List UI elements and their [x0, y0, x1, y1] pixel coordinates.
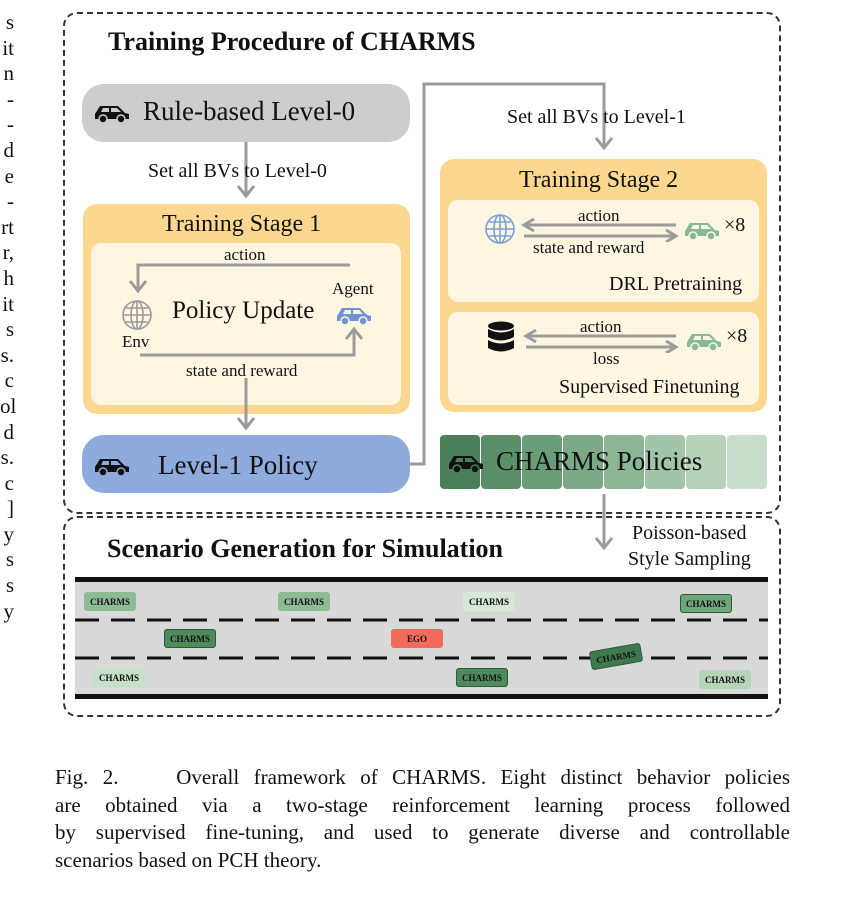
side-text-fragment: it	[2, 291, 14, 316]
side-text-fragment: n	[3, 61, 15, 86]
stage2-title: Training Stage 2	[519, 167, 679, 193]
sft-loss-label: loss	[593, 349, 620, 368]
side-text-fragment: rt	[1, 214, 14, 239]
side-text-fragment: s.	[0, 445, 14, 470]
side-text-fragment: h	[3, 265, 15, 290]
car-icon	[449, 456, 483, 474]
stage1-state-reward-label: state and reward	[186, 361, 298, 380]
side-text-fragment: e	[4, 163, 14, 188]
car-icon	[95, 106, 129, 124]
agent-label: Agent	[332, 279, 374, 298]
supervised-finetuning-label: Supervised Finetuning	[559, 376, 740, 398]
database-icon	[488, 321, 514, 352]
car-icon	[95, 459, 129, 477]
side-text-fragment: -	[7, 189, 14, 214]
caption-line: by supervised fine-tuning, and used to g…	[55, 820, 790, 844]
level0-pill	[82, 84, 410, 142]
sft-exchange-arrows	[523, 329, 679, 353]
side-text-fragment: s	[5, 317, 14, 342]
policy-update-label: Policy Update	[172, 297, 315, 324]
caption-line: scenarios based on PCH theory.	[55, 847, 322, 872]
arrow-level1-to-stage2	[410, 82, 614, 466]
globe-icon	[122, 300, 152, 330]
charms-vehicle: CHARMS	[463, 592, 515, 611]
side-text-fragment: d	[3, 137, 15, 162]
side-text-fragment: s	[5, 547, 14, 572]
scenario-generation-box	[63, 516, 781, 717]
charms-vehicle: CHARMS	[680, 594, 732, 613]
training-procedure-box	[63, 12, 781, 514]
policy-segment	[727, 435, 767, 489]
side-text-fragment: s.	[0, 342, 14, 367]
globe-icon	[485, 214, 515, 244]
policy-segment	[481, 435, 521, 489]
arrow-policies-to-scenario	[594, 494, 614, 551]
side-text-fragment: s	[5, 573, 14, 598]
side-text-fragment: c	[4, 470, 14, 495]
caption-line: Fig. 2. Overall framework of CHARMS. Eig…	[55, 765, 790, 789]
policy-segment	[645, 435, 685, 489]
agent-car-icon	[337, 308, 371, 326]
side-text-fragment: c	[4, 368, 14, 393]
charms-vehicle: CHARMS	[699, 670, 751, 689]
scenario-generation-title: Scenario Generation for Simulation	[107, 534, 504, 563]
sft-multiplier: ×8	[726, 325, 748, 347]
side-text-fragment: s	[5, 10, 14, 34]
policy-segment	[686, 435, 726, 489]
side-text-fragment: ol	[0, 393, 17, 418]
side-text-fragment: d	[3, 419, 15, 444]
level0-label: Rule-based Level-0	[143, 96, 356, 126]
stage1-state-reward-arrow	[140, 326, 364, 357]
charms-vehicle: CHARMS	[456, 668, 508, 687]
drl-pretraining-label: DRL Pretraining	[609, 273, 743, 295]
drl-multiplier: ×8	[724, 214, 746, 236]
ego-vehicle: EGO	[391, 629, 443, 648]
arrow-stage1-to-level1	[236, 378, 256, 431]
green-car-icon	[685, 223, 719, 241]
side-text-fragment: it	[2, 35, 14, 60]
stage1-action-label: action	[224, 245, 266, 264]
charms-vehicle: CHARMS	[164, 629, 216, 648]
training-procedure-title: Training Procedure of CHARMS	[108, 27, 476, 56]
side-text-fragment: y	[3, 598, 15, 623]
policy-segment	[604, 435, 644, 489]
sampling-line2: Style Sampling	[628, 548, 751, 570]
charms-policies-label: CHARMS Policies	[496, 446, 703, 476]
policy-segment	[522, 435, 562, 489]
side-text-fragment: ]	[7, 496, 14, 521]
set-bv-level1-label: Set all BVs to Level-1	[507, 106, 686, 128]
arrow-level0-to-stage1	[236, 142, 256, 199]
charms-policies-strip	[440, 435, 768, 489]
charms-vehicle: CHARMS	[93, 668, 145, 687]
side-text-fragment: y	[3, 521, 15, 546]
side-text-fragment: -	[7, 86, 14, 111]
sft-action-label: action	[580, 317, 622, 336]
figure-caption: Fig. 2. Overall framework of CHARMS. Eig…	[55, 764, 790, 874]
caption-line: are obtained via a two-stage reinforceme…	[55, 792, 790, 817]
side-text-fragment: r,	[2, 240, 14, 265]
level1-label: Level-1 Policy	[158, 450, 318, 480]
drl-exchange-arrows	[521, 218, 679, 242]
set-bv-level0-label: Set all BVs to Level-0	[148, 160, 327, 182]
charms-vehicle: CHARMS	[278, 592, 330, 611]
sampling-line1: Poisson-based	[632, 522, 747, 544]
stage1-action-arrow	[128, 263, 350, 294]
drl-state-reward-label: state and reward	[533, 238, 645, 257]
side-text-fragment: -	[7, 112, 14, 137]
drl-action-label: action	[578, 206, 620, 225]
env-label: Env	[122, 332, 150, 351]
stage1-title: Training Stage 1	[162, 211, 322, 237]
green-car-icon	[687, 334, 721, 352]
charms-vehicle: CHARMS	[84, 592, 136, 611]
level1-pill	[82, 435, 410, 493]
policy-segment	[563, 435, 603, 489]
